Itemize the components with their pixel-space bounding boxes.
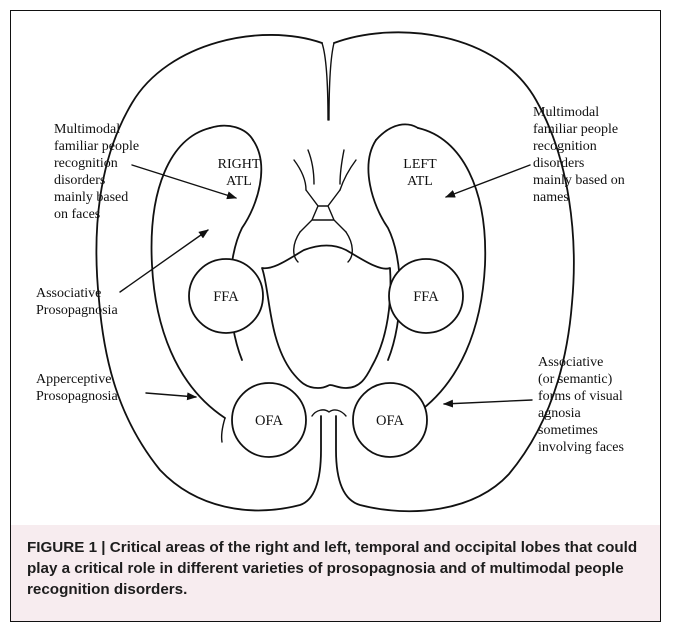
svg-text:mainly based: mainly based (54, 190, 128, 205)
svg-text:involving faces: involving faces (538, 440, 624, 455)
svg-text:on faces: on faces (54, 207, 100, 222)
right-atl-label-line1: RIGHT (218, 157, 261, 172)
svg-text:familiar people: familiar people (54, 139, 139, 154)
right-top-annotation: Multimodal familiar people recognition d… (54, 122, 139, 222)
svg-text:forms of visual: forms of visual (538, 389, 623, 404)
svg-text:sometimes: sometimes (538, 423, 598, 438)
svg-text:Associative: Associative (538, 355, 603, 370)
svg-text:recognition: recognition (54, 156, 118, 171)
right-mid-annotation: Associative Prosopagnosia (36, 286, 118, 318)
svg-text:agnosia: agnosia (538, 406, 582, 421)
svg-text:(or semantic): (or semantic) (538, 372, 613, 387)
arrow-to-left-occipital (444, 400, 532, 404)
left-atl-label-line1: LEFT (403, 157, 437, 172)
ofa-left-label: OFA (376, 413, 404, 429)
svg-text:mainly based on: mainly based on (533, 173, 625, 188)
brainstem (262, 246, 390, 389)
svg-text:Associative: Associative (36, 286, 101, 301)
svg-text:Multimodal: Multimodal (533, 105, 599, 120)
ffa-left-label: FFA (413, 289, 439, 305)
svg-text:disorders: disorders (533, 156, 584, 171)
longitudinal-fissure (322, 43, 328, 120)
right-bottom-annotation: Apperceptive Prosopagnosia (36, 372, 118, 404)
optic-chiasm (300, 190, 346, 232)
svg-text:Apperceptive: Apperceptive (36, 372, 111, 387)
svg-text:Multimodal: Multimodal (54, 122, 120, 137)
svg-text:disorders: disorders (54, 173, 105, 188)
svg-text:Prosopagnosia: Prosopagnosia (36, 303, 118, 318)
arrow-to-right-occipital (146, 393, 196, 397)
posterior-notch (312, 410, 346, 416)
left-bottom-annotation: Associative (or semantic) forms of visua… (538, 355, 624, 455)
svg-text:recognition: recognition (533, 139, 597, 154)
ofa-right-label: OFA (255, 413, 283, 429)
svg-text:Prosopagnosia: Prosopagnosia (36, 389, 118, 404)
left-atl-label-line2: ATL (407, 174, 433, 189)
ffa-right-label: FFA (213, 289, 239, 305)
svg-text:names: names (533, 190, 569, 205)
right-atl-label-line2: ATL (226, 174, 252, 189)
arrow-to-left-atl (446, 165, 530, 197)
svg-text:familiar people: familiar people (533, 122, 618, 137)
